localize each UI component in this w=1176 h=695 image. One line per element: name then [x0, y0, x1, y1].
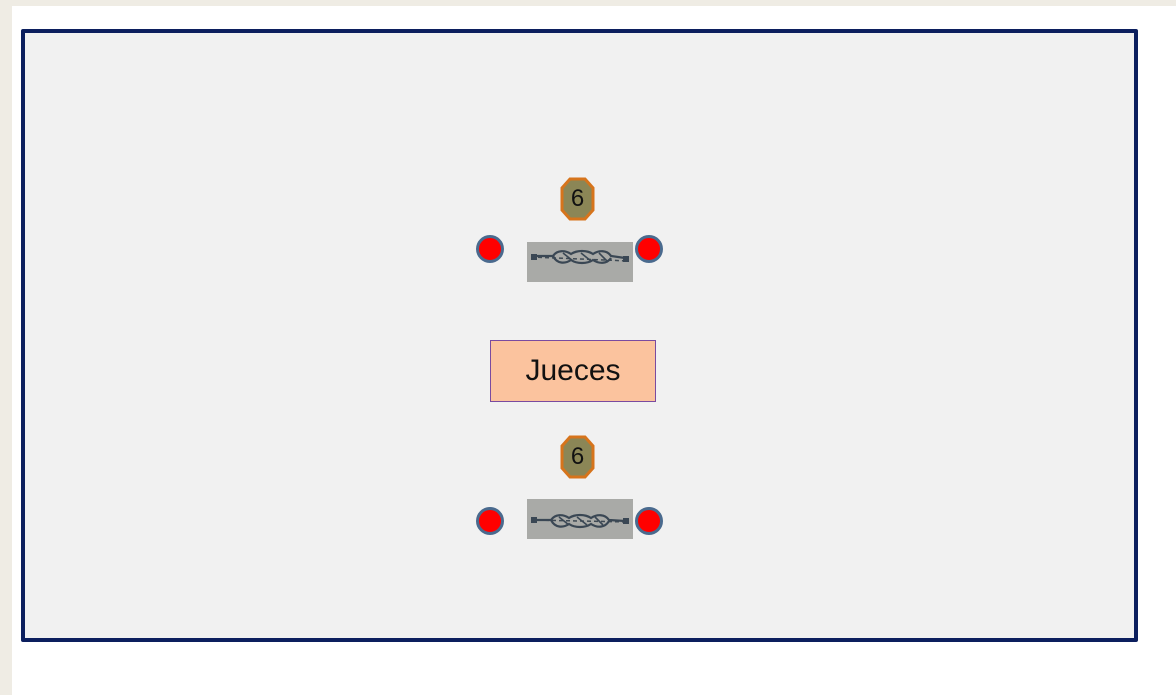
bottom-left-dot-icon	[476, 507, 504, 535]
center-label: Jueces	[490, 340, 656, 402]
top-right-dot-icon	[635, 235, 663, 263]
top-left-dot-icon	[476, 235, 504, 263]
bottom-count-value: 6	[570, 443, 585, 470]
top-count-badge: 6	[560, 177, 595, 221]
top-count-value: 6	[570, 185, 585, 212]
top-rope-icon	[527, 242, 633, 282]
playing-field	[21, 29, 1138, 642]
octagon-badge-icon	[560, 435, 595, 479]
octagon-badge-icon	[560, 177, 595, 221]
bottom-count-badge: 6	[560, 435, 595, 479]
bottom-rope-icon	[527, 499, 633, 539]
bottom-right-dot-icon	[635, 507, 663, 535]
